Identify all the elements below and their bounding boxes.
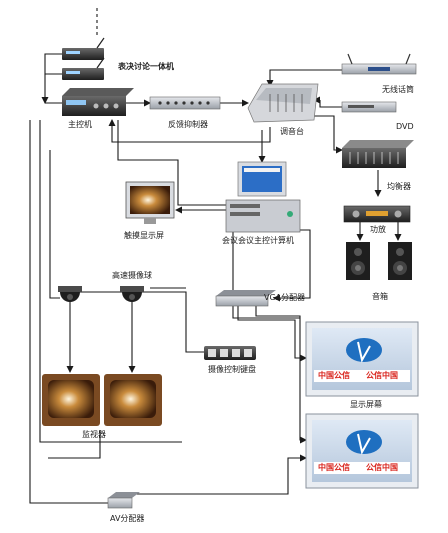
label-speaker: 音箱 — [372, 292, 388, 301]
av-splitter-device — [107, 492, 140, 509]
screen1-text-right: 公信中国 — [366, 371, 398, 380]
equalizer-device — [342, 140, 414, 168]
main-controller-device — [62, 88, 134, 116]
label-vga-splitter: VGA分配器 — [264, 293, 306, 302]
conference-unit-2 — [62, 57, 105, 80]
label-control-computer: 会议会议主控计算机 — [222, 236, 294, 245]
speaker-right — [388, 242, 412, 280]
feedback-suppressor-device — [149, 96, 221, 110]
label-touch-screen: 触摸显示屏 — [124, 231, 164, 240]
connection-lines — [29, 8, 402, 504]
label-equalizer: 均衡器 — [387, 182, 411, 191]
label-hs-camera: 高速摄像球 — [112, 271, 152, 280]
dome-camera-1 — [58, 286, 82, 302]
display-screen-2 — [305, 413, 419, 489]
label-dvd: DVD — [396, 122, 414, 131]
touch-screen — [125, 181, 175, 224]
control-computer — [225, 161, 301, 233]
label-feedback-suppressor: 反馈抑制器 — [168, 120, 208, 129]
label-av-splitter: AV分配器 — [110, 514, 145, 523]
speaker-left — [346, 242, 370, 280]
label-wireless-mic: 无线话筒 — [382, 85, 414, 94]
dome-camera-2 — [120, 286, 144, 302]
label-main-controller: 主控机 — [68, 120, 92, 129]
screen2-text-right: 公信中国 — [366, 463, 398, 472]
screen1-text-left: 中国公信 — [318, 371, 350, 380]
label-camera-keyboard: 摄像控制键盘 — [208, 365, 256, 374]
conference-unit-1 — [62, 37, 105, 60]
label-conference-unit: 表决讨论一体机 — [118, 62, 174, 71]
vga-splitter-device — [215, 290, 276, 307]
mixer-device — [247, 83, 319, 123]
amplifier-device — [343, 205, 411, 223]
crt-monitor-1 — [42, 374, 100, 426]
wireless-mic-device — [341, 53, 417, 75]
label-monitor: 监视器 — [82, 430, 106, 439]
crt-monitor-2 — [104, 374, 162, 426]
label-amplifier: 功放 — [370, 225, 386, 234]
display-screen-1 — [305, 321, 419, 397]
dvd-device — [341, 101, 397, 113]
screen2-text-left: 中国公信 — [318, 463, 350, 472]
label-mixer: 调音台 — [280, 127, 304, 136]
label-display-screen: 显示屏幕 — [350, 400, 382, 409]
camera-control-keyboard — [204, 346, 256, 360]
